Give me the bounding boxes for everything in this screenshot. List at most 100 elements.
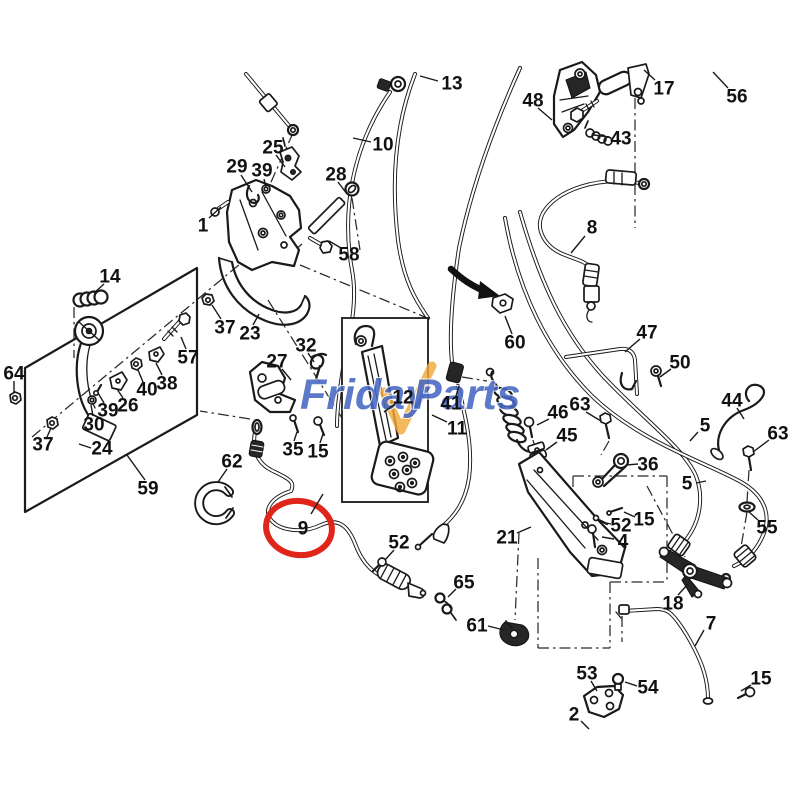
leader-line-8 bbox=[570, 235, 586, 254]
leader-line-4 bbox=[601, 536, 615, 540]
part-label-23: 23 bbox=[239, 324, 260, 345]
spring-41-group bbox=[490, 370, 548, 462]
nut-64 bbox=[9, 391, 22, 405]
bolt-63-left bbox=[599, 412, 612, 440]
part-label-21: 21 bbox=[496, 528, 518, 549]
leader-line-26 bbox=[116, 388, 124, 399]
leader-line-53 bbox=[590, 680, 598, 692]
leader-line-25 bbox=[275, 154, 286, 168]
clip-25 bbox=[279, 137, 302, 181]
leader-line-62 bbox=[217, 468, 228, 483]
leader-line-61 bbox=[487, 625, 505, 631]
part-label-2: 2 bbox=[569, 705, 580, 726]
bolt-46 bbox=[523, 416, 535, 439]
coil-pin-32 bbox=[309, 352, 328, 370]
part-label-55: 55 bbox=[756, 518, 778, 539]
part-label-26: 26 bbox=[117, 396, 138, 417]
leader-line-36 bbox=[625, 463, 639, 466]
leader-line-43 bbox=[593, 134, 610, 138]
part-label-18: 18 bbox=[662, 594, 683, 615]
leader-line-32 bbox=[307, 352, 315, 363]
watermark: Friday Parts bbox=[299, 361, 522, 435]
part-label-35: 35 bbox=[282, 440, 304, 461]
leader-line-11 bbox=[431, 414, 448, 423]
leader-line-55 bbox=[748, 511, 759, 521]
leader-line-15 bbox=[740, 684, 752, 692]
nut-40 bbox=[130, 357, 143, 371]
leader-line-23 bbox=[252, 313, 260, 326]
part-label-41: 41 bbox=[440, 394, 462, 415]
part-label-59: 59 bbox=[137, 479, 158, 500]
leader-line-10 bbox=[352, 137, 372, 143]
part-label-7: 7 bbox=[706, 614, 717, 635]
part-label-52: 52 bbox=[388, 533, 409, 554]
leader-line-7 bbox=[694, 629, 705, 647]
leader-line-54 bbox=[624, 681, 638, 687]
rod-47-group bbox=[619, 365, 766, 513]
leader-line-30 bbox=[90, 404, 94, 417]
part-label-25: 25 bbox=[262, 138, 284, 159]
part-label-15: 15 bbox=[633, 510, 655, 531]
part-label-44: 44 bbox=[721, 391, 743, 412]
leader-line-48 bbox=[537, 107, 553, 121]
part-label-37: 37 bbox=[214, 318, 235, 339]
e-clip-62 bbox=[194, 481, 235, 526]
part-label-28: 28 bbox=[325, 165, 346, 186]
part-label-29: 29 bbox=[226, 157, 247, 178]
leader-line-44 bbox=[736, 407, 745, 420]
leader-line-15 bbox=[623, 511, 636, 518]
leader-line-63 bbox=[752, 439, 770, 453]
part-label-12: 12 bbox=[392, 388, 413, 409]
stud-54 bbox=[611, 672, 625, 691]
part-label-14: 14 bbox=[99, 267, 121, 288]
leader-line-56 bbox=[712, 71, 729, 89]
leader-line-1 bbox=[208, 206, 222, 219]
leader-line-38 bbox=[155, 362, 163, 376]
leader-line-14 bbox=[93, 283, 105, 294]
part-label-63: 63 bbox=[767, 424, 788, 445]
leader-line-63 bbox=[585, 411, 602, 422]
pin-35 bbox=[289, 414, 300, 434]
part-label-62: 62 bbox=[221, 452, 242, 473]
cable9-fittings bbox=[248, 418, 427, 599]
part-label-53: 53 bbox=[576, 664, 597, 685]
leader-line-28 bbox=[337, 181, 348, 195]
leader-line-9 bbox=[310, 493, 324, 515]
part-label-15: 15 bbox=[750, 669, 772, 690]
leader-line-18 bbox=[677, 583, 689, 596]
part-label-5: 5 bbox=[682, 474, 693, 495]
part-label-30: 30 bbox=[83, 415, 104, 436]
part-label-40: 40 bbox=[136, 380, 157, 401]
leader-line-59 bbox=[126, 454, 146, 481]
part-label-17: 17 bbox=[653, 79, 674, 100]
part-label-5: 5 bbox=[700, 416, 711, 437]
part-label-56: 56 bbox=[726, 87, 747, 108]
leader-line-27 bbox=[281, 368, 292, 381]
left-panel-59 bbox=[9, 266, 199, 514]
part-label-61: 61 bbox=[466, 616, 488, 637]
part-label-57: 57 bbox=[177, 348, 198, 369]
part-label-36: 36 bbox=[637, 455, 658, 476]
leader-line-52 bbox=[384, 549, 395, 561]
highlight-ellipse-part-9 bbox=[263, 497, 335, 559]
part-label-43: 43 bbox=[610, 129, 631, 150]
part-label-4: 4 bbox=[618, 532, 629, 553]
part-label-46: 46 bbox=[547, 403, 568, 424]
leader-line-5 bbox=[689, 431, 699, 442]
leader-line-50 bbox=[659, 368, 672, 378]
arrow-and-clip-60 bbox=[447, 265, 514, 314]
shaft-28 bbox=[307, 181, 360, 235]
leader-line-17 bbox=[643, 69, 656, 81]
part-label-58: 58 bbox=[338, 245, 359, 266]
cable8-connector bbox=[582, 262, 600, 323]
nut-37-panel bbox=[46, 416, 59, 430]
leader-line-65 bbox=[447, 588, 457, 598]
leader-line-24 bbox=[78, 443, 92, 449]
rod-7-fittings bbox=[615, 604, 756, 705]
nut-37-top bbox=[201, 293, 215, 306]
leader-line-60 bbox=[504, 315, 513, 335]
part-label-45: 45 bbox=[556, 426, 578, 447]
leader-line-29 bbox=[240, 174, 253, 193]
part-label-10: 10 bbox=[372, 135, 393, 156]
